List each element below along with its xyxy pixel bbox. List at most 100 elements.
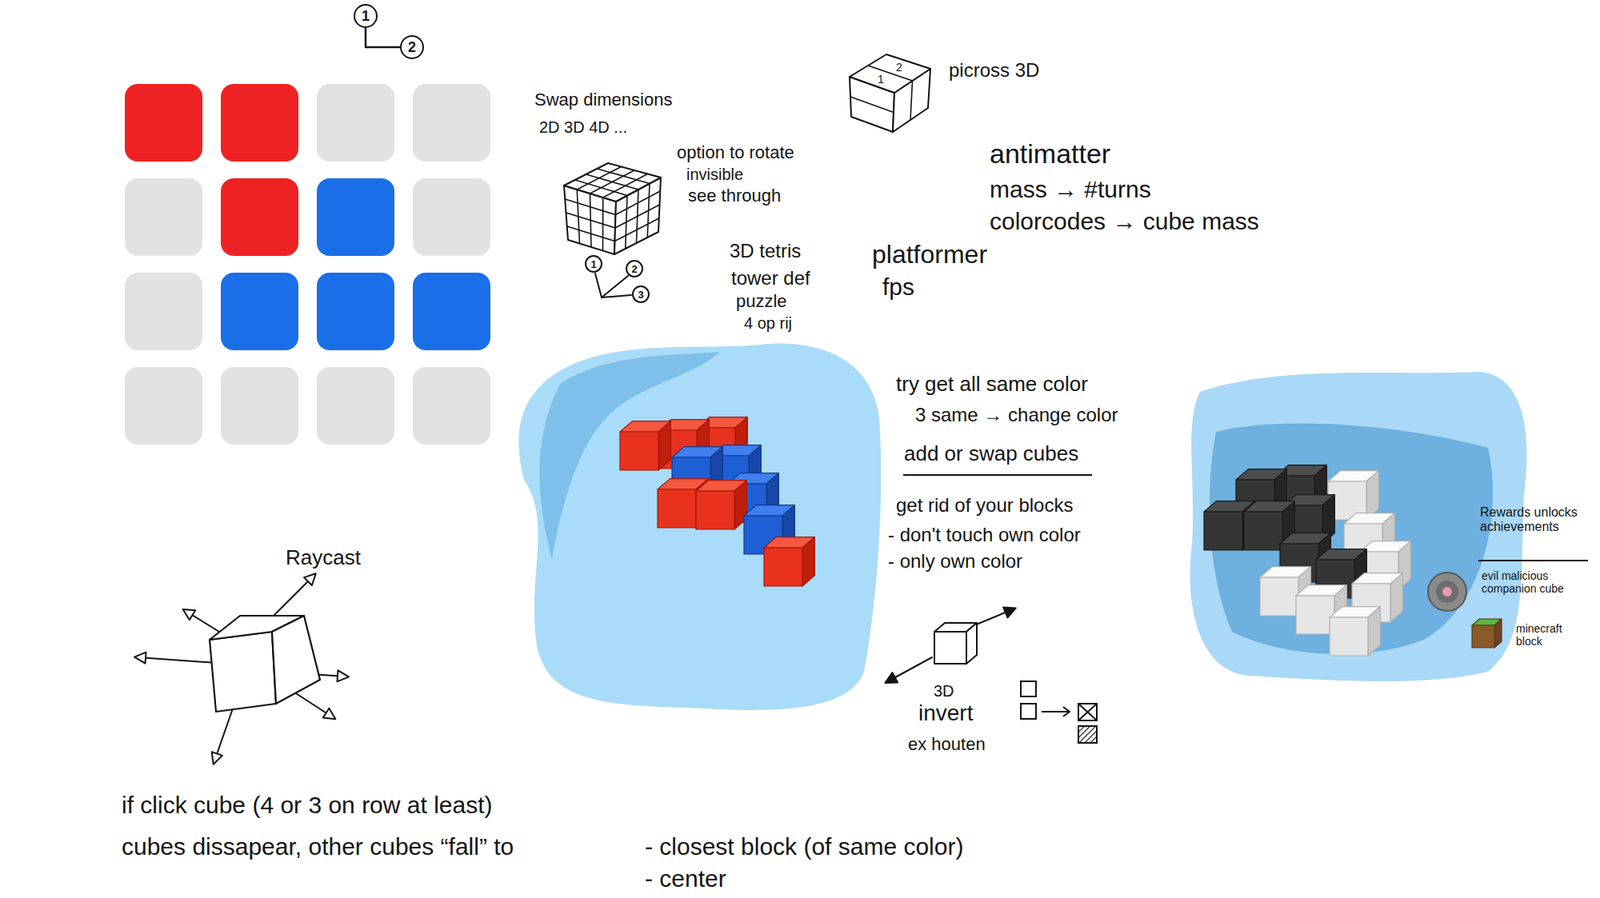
label-slot: puzzle (736, 291, 788, 312)
note-text: 4 op rij (744, 314, 792, 332)
note-text: 3D tetris (729, 240, 801, 262)
cube-front (1296, 596, 1335, 635)
callout-circle: 2 (625, 260, 644, 278)
label-slot: 2 (896, 60, 903, 74)
grid-square (220, 367, 299, 445)
note-text: - don't touch own color (888, 524, 1081, 546)
label-slot: 1 (877, 72, 884, 86)
callout-number: 3 (637, 289, 644, 300)
arrow-head (885, 672, 899, 684)
note-text: tower def (731, 267, 811, 289)
hatched-box (1078, 726, 1097, 744)
note-text: - only own color (888, 550, 1023, 572)
cross (1078, 704, 1097, 721)
note-text: invert (918, 700, 973, 726)
label-slot: evil malicious companion cube (1481, 569, 1590, 596)
cube-front (657, 489, 696, 528)
grid-line (596, 168, 650, 184)
companion-cube-heart (1442, 587, 1452, 597)
grid-line (566, 212, 616, 228)
note-text: 1 (877, 72, 884, 86)
label-slot: 3D (933, 682, 955, 701)
label-slot: get rid of your blocks (896, 494, 1073, 517)
label-slot: picross 3D (948, 59, 1040, 82)
label-slot: - don't touch own color (888, 524, 1081, 547)
grid-square (412, 178, 491, 256)
grid-square (412, 367, 491, 445)
label-slot: - closest block (of same color) (644, 833, 964, 862)
note-text: 3 same → change color (915, 404, 1118, 426)
arrow-head (304, 573, 316, 586)
label-slot: - center (644, 865, 727, 894)
note-text: add or swap cubes (904, 441, 1079, 466)
invert-arrow (1041, 711, 1069, 713)
cube-front (764, 548, 803, 587)
callout-circle: 1 (353, 4, 378, 28)
label-slot: invisible (686, 165, 744, 184)
arrow-head (1003, 607, 1016, 618)
grid-line (868, 65, 913, 81)
note-text: 3D (933, 682, 955, 700)
cube-front (1244, 512, 1283, 551)
label-slot: option to rotate (676, 142, 795, 163)
label-slot: mass → #turns (989, 176, 1152, 204)
grid-line (564, 199, 616, 216)
note-text: invisible (686, 165, 744, 184)
raycast-cube-side (272, 616, 320, 704)
callout-number: 2 (408, 40, 416, 55)
grid-line (615, 204, 660, 228)
label-slot: see through (688, 185, 781, 206)
note-text: colorcodes → cube mass (989, 208, 1260, 235)
label-slot: - only own color (888, 550, 1023, 573)
arrow-head (183, 609, 196, 620)
label-slot: if click cube (4 or 3 on row at least) (121, 792, 493, 820)
grid-line (575, 180, 628, 196)
grid-line (586, 174, 640, 190)
cube-front (1472, 625, 1495, 648)
grid-square (316, 367, 395, 445)
axis-line (601, 295, 632, 298)
label-slot: minecraft block (1516, 622, 1588, 648)
companion-cube (1428, 572, 1467, 612)
label-slot: 3 same → change color (915, 404, 1118, 427)
underline (903, 474, 1092, 476)
note-text: get rid of your blocks (896, 494, 1073, 516)
note-text: puzzle (736, 291, 788, 312)
note-text: mass → #turns (989, 176, 1152, 203)
note-text: if click cube (4 or 3 on row at least) (121, 792, 493, 819)
label-slot: Rewards unlocks achievements (1480, 505, 1588, 536)
label-slot: cubes dissapear, other cubes “fall” to (121, 833, 514, 862)
label-slot: try get all same color (896, 372, 1088, 397)
note-text: ex houten (908, 734, 986, 755)
label-slot: platformer (872, 240, 988, 270)
cube-front (934, 632, 967, 664)
cube-front (620, 432, 659, 471)
cube-face (564, 163, 661, 202)
empty-box (1020, 704, 1036, 720)
note-text: see through (688, 185, 781, 206)
empty-box (1020, 681, 1036, 697)
cube-front (696, 491, 735, 530)
note-text: - center (644, 865, 727, 892)
blob-bracket (864, 489, 873, 540)
cube-side (658, 421, 671, 471)
arrow-head (134, 652, 147, 664)
note-text: evil malicious companion cube (1481, 569, 1564, 596)
cube-front (1329, 617, 1368, 656)
label-slot: invert (918, 700, 973, 727)
blue-blob (518, 344, 881, 711)
note-text: Raycast (285, 545, 361, 570)
grid-square (220, 84, 299, 162)
label-slot: antimatter (989, 138, 1111, 170)
grid-line (850, 96, 894, 113)
grid-square (220, 272, 299, 351)
cube-side (1494, 619, 1502, 648)
note-text: option to rotate (676, 142, 795, 163)
grid-square (124, 178, 203, 256)
grid-square (316, 272, 395, 351)
grid-square (220, 178, 299, 256)
label-slot: 2D 3D 4D ... (539, 118, 628, 137)
